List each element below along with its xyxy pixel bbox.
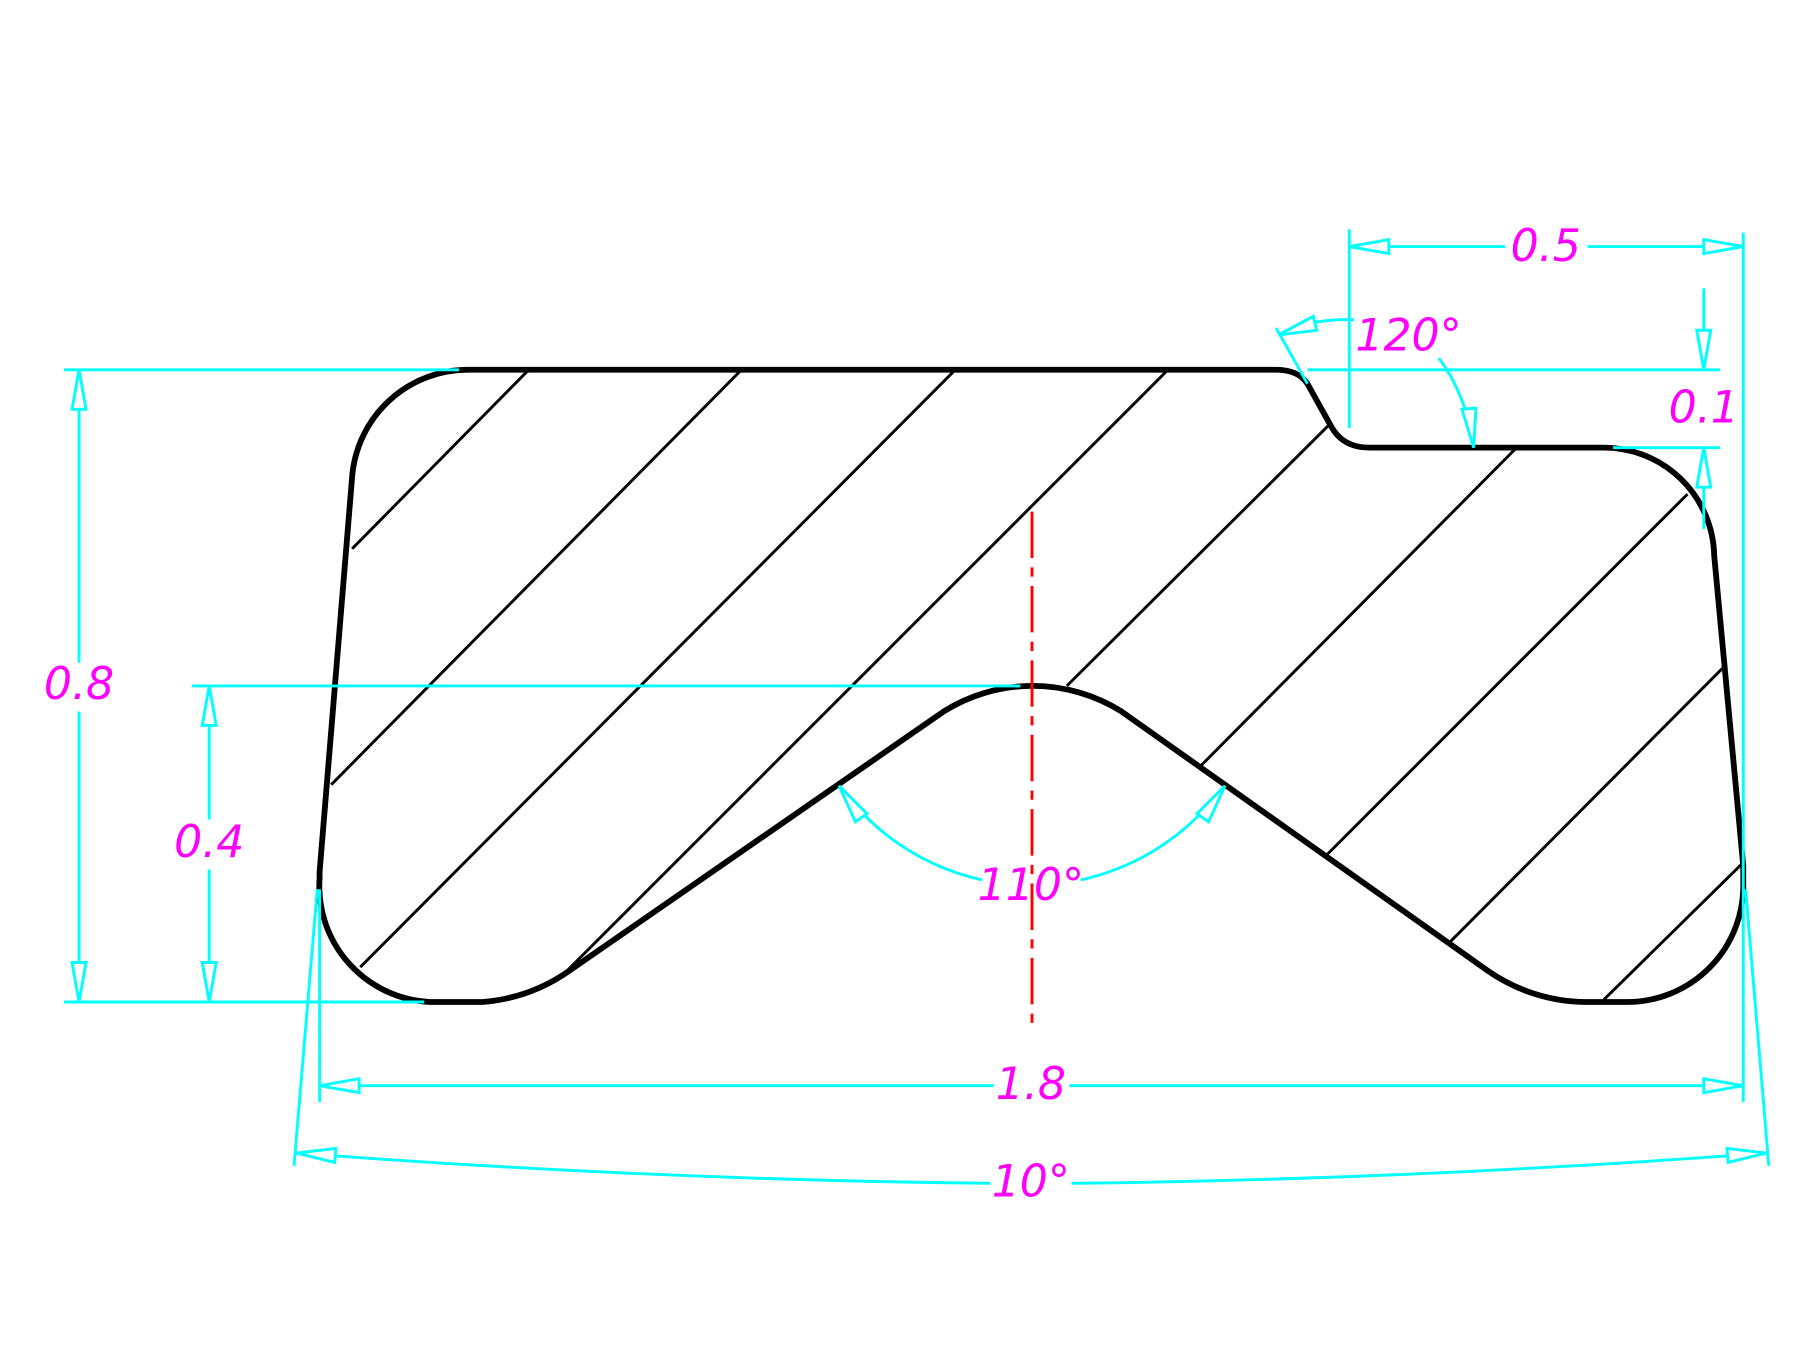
dimension-lines xyxy=(63,229,1771,1185)
dim-label-height-total: 0.8 xyxy=(44,659,114,710)
dim-label-step-depth: 0.1 xyxy=(1669,382,1739,433)
dim-label-v-angle: 110° xyxy=(978,860,1084,911)
dim-label-step-width: 0.5 xyxy=(1511,221,1581,272)
dim-label-width-total: 1.8 xyxy=(996,1059,1066,1110)
dim-label-step-angle: 120° xyxy=(1355,310,1461,361)
hatch-pattern xyxy=(330,368,1745,1001)
dim-label-taper-angle: 10° xyxy=(992,1156,1070,1207)
dim-label-height-hump: 0.4 xyxy=(174,817,244,868)
